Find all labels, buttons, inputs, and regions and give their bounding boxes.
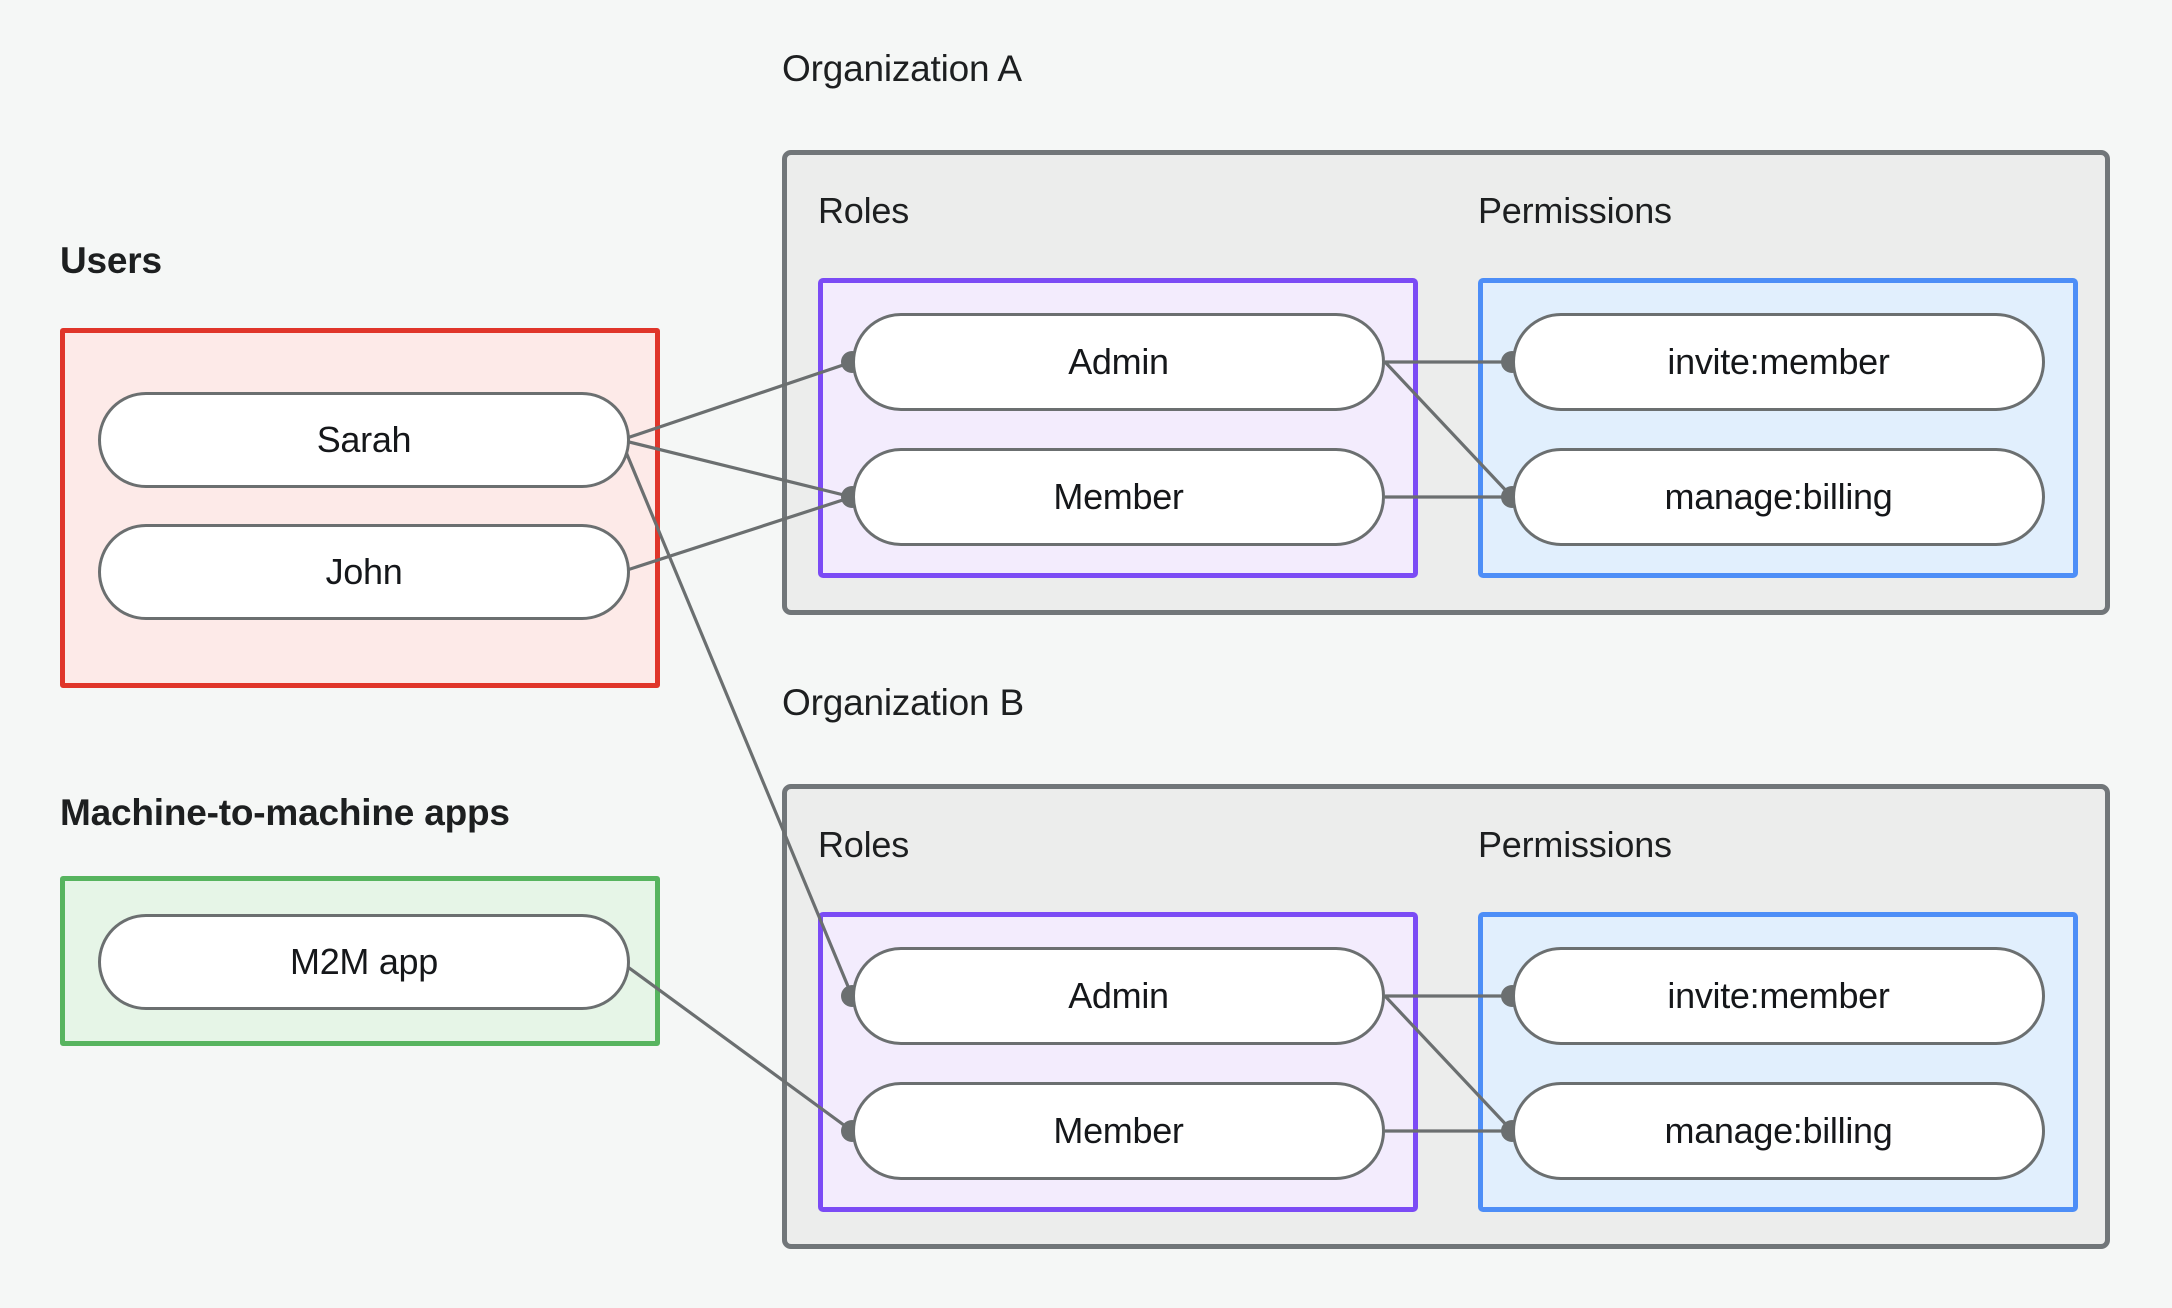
org-b-role-node-member[interactable]: Member (852, 1082, 1385, 1180)
org-a-role-node-admin[interactable]: Admin (852, 313, 1385, 411)
organization-a-label: Organization A (782, 48, 1022, 89)
org-a-roles-label: Roles (818, 190, 910, 231)
users-group-label: Users (60, 240, 162, 281)
org-a-permission-node-invite-member[interactable]: invite:member (1512, 313, 2045, 411)
users-container (60, 328, 660, 688)
org-a-role-node-member[interactable]: Member (852, 448, 1385, 546)
org-b-permission-node-manage-billing[interactable]: manage:billing (1512, 1082, 2045, 1180)
user-node-john[interactable]: John (98, 524, 630, 620)
org-b-role-node-admin[interactable]: Admin (852, 947, 1385, 1045)
organization-b-label: Organization B (782, 682, 1024, 723)
org-b-roles-label: Roles (818, 824, 910, 865)
m2m-group-label: Machine-to-machine apps (60, 792, 510, 833)
org-a-permission-node-manage-billing[interactable]: manage:billing (1512, 448, 2045, 546)
org-b-permissions-label: Permissions (1478, 824, 1672, 865)
user-node-sarah[interactable]: Sarah (98, 392, 630, 488)
org-a-permissions-label: Permissions (1478, 190, 1672, 231)
m2m-node-m2m-app[interactable]: M2M app (98, 914, 630, 1010)
org-b-permission-node-invite-member[interactable]: invite:member (1512, 947, 2045, 1045)
